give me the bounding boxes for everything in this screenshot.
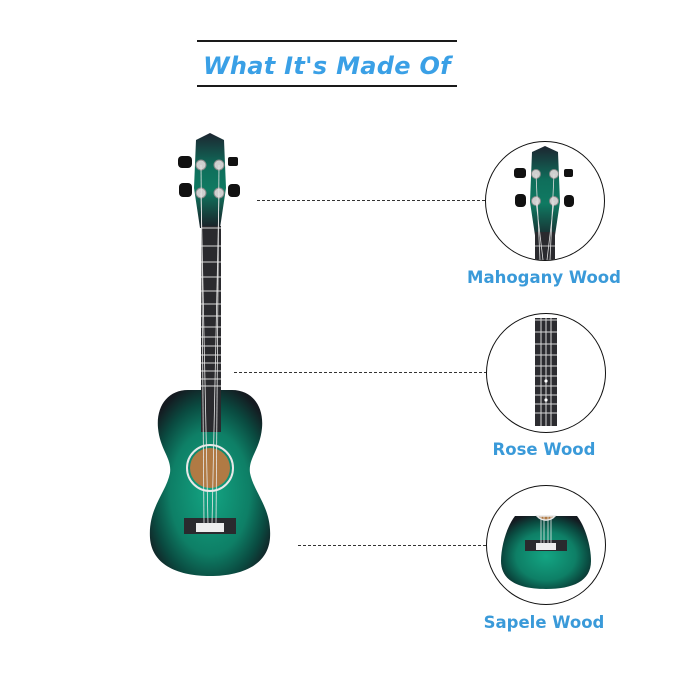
label-rose-wood: Rose Wood (492, 440, 596, 459)
label-sapele-wood: Sapele Wood (483, 613, 605, 632)
title-bottom-rule (197, 85, 457, 87)
page-title: What It's Made Of (203, 52, 451, 80)
title-top-rule (197, 40, 457, 42)
label-mahogany-wood: Mahogany Wood (467, 268, 621, 287)
detail-circle-headstock (485, 141, 605, 261)
connector-fretboard (234, 372, 487, 373)
detail-circle-fretboard (486, 313, 606, 433)
detail-circle-body (486, 485, 606, 605)
connector-headstock (257, 200, 485, 201)
connector-body (298, 545, 486, 546)
ukulele-image (140, 128, 280, 578)
